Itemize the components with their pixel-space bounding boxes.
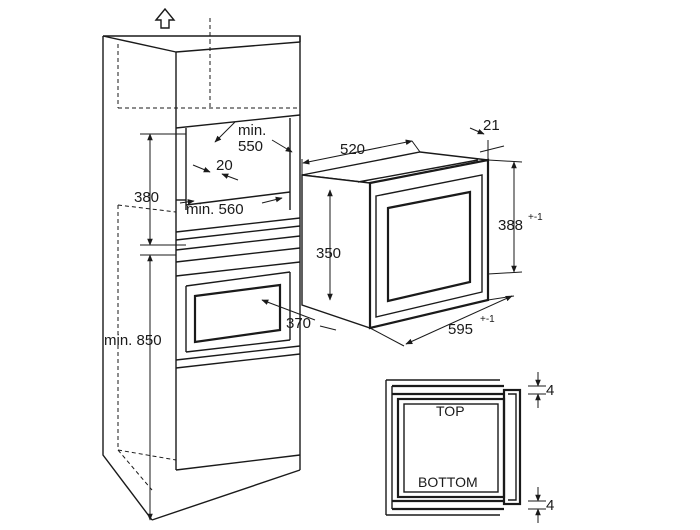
dim-388-label: 388 xyxy=(498,217,523,234)
section-bottom-label: BOTTOM xyxy=(418,474,478,490)
tall-cabinet xyxy=(102,7,301,521)
section-gap-bottom-label: 4 xyxy=(546,497,554,514)
dim-595-tolerance: +-1 xyxy=(480,314,495,325)
dim-350-label: 350 xyxy=(316,245,341,262)
cabinet-dimensions: 380 min. 550 20 min. 560 min. 850 370 xyxy=(104,121,337,521)
dim-20-label: 20 xyxy=(216,157,233,174)
dim-min560-label: min. 560 xyxy=(186,201,244,218)
dim-595-label: 595 xyxy=(448,321,473,338)
dim-520-label: 520 xyxy=(340,141,365,158)
dim-21-label: 21 xyxy=(483,117,500,134)
oven-dimensions: 520 21 388 +-1 350 595 +-1 xyxy=(301,117,543,347)
dim-380-label: 380 xyxy=(134,189,159,206)
section-top-label: TOP xyxy=(436,403,465,419)
dim-388-tolerance: +-1 xyxy=(528,212,543,223)
dim-370-label: 370 xyxy=(286,315,311,332)
dim-min550-label-a: min. xyxy=(238,122,266,139)
up-arrow-icon xyxy=(154,7,176,29)
dim-min550-label-b: 550 xyxy=(238,138,263,155)
section-gap-top-label: 4 xyxy=(546,382,554,399)
dim-min850-label: min. 850 xyxy=(104,332,162,349)
section-detail: TOP BOTTOM 4 4 xyxy=(385,372,554,523)
